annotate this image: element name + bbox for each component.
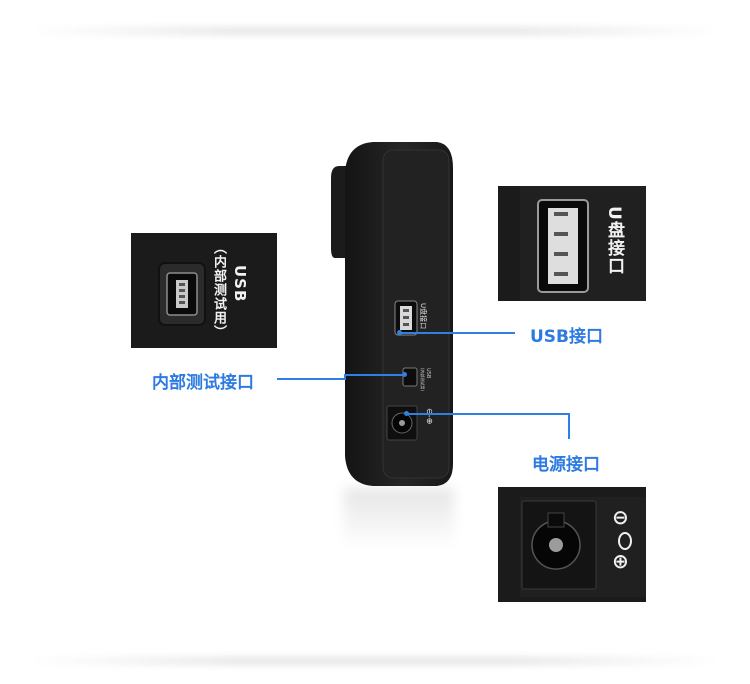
device-label-usb-mini: USB — [425, 368, 431, 379]
callout-power-label: 电源接口 — [532, 455, 600, 475]
usb-a-port-closeup — [498, 186, 646, 301]
top-shade-band — [30, 26, 720, 36]
callout-power-line-h — [407, 413, 570, 415]
inset-power-plus-icon: ⊕ — [612, 549, 629, 573]
device-label-usb-mini-sub: (内部测试用) — [420, 368, 426, 392]
inset-usb-mini-subtitle: （内部测试用） — [211, 241, 226, 339]
device-side-view: U盘接口 USB (内部测试用) ⊖-⊕ — [331, 142, 453, 486]
device-power-jack — [386, 405, 418, 441]
callout-usb-line — [400, 332, 515, 334]
device-mini-usb-port — [402, 367, 418, 387]
callout-power-line-v — [568, 413, 570, 439]
callout-internal-test-line-h2 — [344, 374, 404, 376]
mini-usb-port-closeup — [131, 233, 277, 348]
inset-power-minus-icon: ⊖ — [612, 505, 629, 529]
callout-power-dot — [404, 411, 409, 416]
device-label-usb-a: U盘接口 — [419, 303, 428, 329]
inset-power: ⊖ ⊕ — [498, 487, 646, 602]
inset-usb-a: U盘接口 — [498, 186, 646, 301]
callout-internal-test-line-v — [344, 374, 346, 380]
inset-usb-a-title: U盘接口 — [604, 206, 624, 275]
callout-internal-test-line-h — [277, 378, 345, 380]
inset-mini-usb: USB （内部测试用） — [131, 233, 277, 348]
device-usb-a-port — [394, 300, 418, 336]
device-label-power: ⊖-⊕ — [425, 408, 434, 424]
callout-usb-dot — [397, 330, 402, 335]
inset-power-center-pin-icon — [618, 532, 632, 550]
inset-usb-mini-title: USB — [231, 265, 249, 303]
bottom-shade-band — [30, 656, 720, 666]
callout-internal-test-label: 内部测试接口 — [152, 373, 254, 393]
callout-usb-label: USB接口 — [530, 327, 604, 347]
device-reflection — [344, 488, 454, 548]
callout-internal-test-dot — [402, 372, 407, 377]
